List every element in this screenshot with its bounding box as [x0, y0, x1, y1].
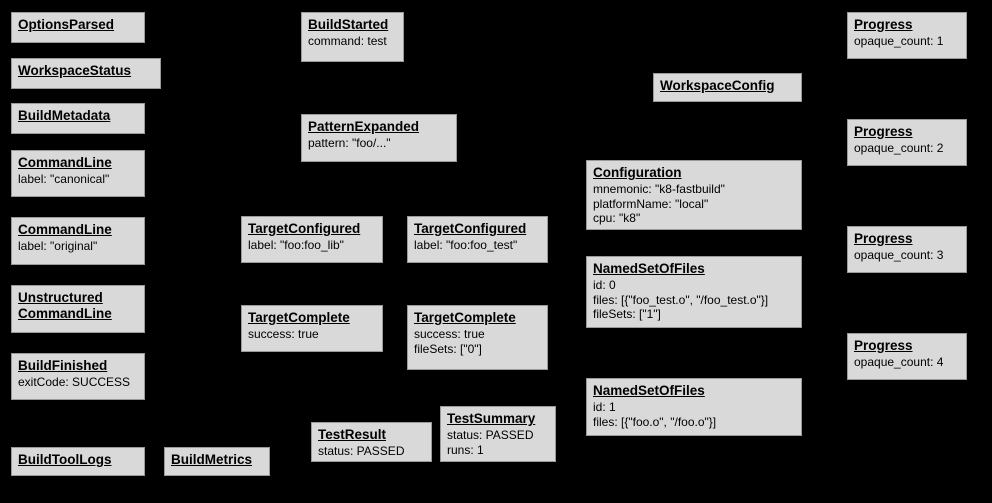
node-title: Progress [854, 231, 913, 246]
node-title: CommandLine [18, 222, 112, 237]
node-title: Unstructured CommandLine [18, 290, 112, 321]
node-title: WorkspaceConfig [660, 78, 775, 93]
node-title: NamedSetOfFiles [593, 261, 705, 276]
node-progress-2[interactable]: Progress opaque_count: 2 [847, 119, 967, 166]
node-build-finished[interactable]: BuildFinished exitCode: SUCCESS [11, 353, 145, 400]
node-property: success: true [248, 327, 319, 341]
node-properties: mnemonic: "k8-fastbuild"platformName: "l… [593, 182, 795, 226]
node-property: id: 1 [593, 400, 616, 414]
node-title: BuildToolLogs [18, 452, 112, 467]
node-properties: success: true [248, 327, 376, 342]
node-title: PatternExpanded [308, 119, 420, 134]
node-property: runs: 1 [447, 442, 484, 457]
node-property: status: PASSED [318, 444, 405, 458]
node-title: TargetComplete [248, 310, 350, 325]
node-property: label: "canonical" [18, 172, 110, 186]
node-title: TestSummary [447, 411, 536, 426]
node-property: fileSets: ["0"] [414, 341, 482, 356]
node-title: Configuration [593, 165, 682, 180]
node-properties: opaque_count: 1 [854, 34, 960, 49]
node-title: BuildMetadata [18, 108, 111, 123]
node-property: label: "foo:foo_lib" [248, 238, 344, 252]
node-progress-3[interactable]: Progress opaque_count: 3 [847, 226, 967, 273]
node-properties: label: "foo:foo_lib" [248, 238, 376, 253]
node-title: Progress [854, 124, 913, 139]
node-property: pattern: "foo/..." [308, 136, 391, 150]
node-properties: label: "canonical" [18, 172, 138, 187]
node-title: BuildMetrics [171, 452, 253, 467]
node-properties: label: "foo:foo_test" [414, 238, 541, 253]
node-title: Progress [854, 338, 913, 353]
node-target-configured-foo-lib[interactable]: TargetConfigured label: "foo:foo_lib" [241, 216, 383, 263]
node-progress-4[interactable]: Progress opaque_count: 4 [847, 333, 967, 380]
node-property: files: [{"foo.o", "/foo.o"}] [593, 414, 717, 429]
node-property: cpu: "k8" [593, 211, 641, 225]
node-property: files: [{"foo_test.o", "/foo_test.o"}] [593, 292, 769, 307]
node-build-started[interactable]: BuildStarted command: test [301, 12, 404, 62]
node-properties: exitCode: SUCCESS [18, 375, 138, 390]
node-title: CommandLine [18, 155, 112, 170]
node-options-parsed[interactable]: OptionsParsed [11, 12, 145, 43]
node-property: label: "foo:foo_test" [414, 238, 518, 252]
node-title: BuildFinished [18, 358, 108, 373]
node-properties: command: test [308, 34, 397, 49]
node-title: BuildStarted [308, 17, 389, 32]
node-command-line-canonical[interactable]: CommandLine label: "canonical" [11, 150, 145, 197]
node-target-configured-foo-test[interactable]: TargetConfigured label: "foo:foo_test" [407, 216, 548, 263]
node-property: fileSets: ["1"] [593, 307, 661, 321]
node-progress-1[interactable]: Progress opaque_count: 1 [847, 12, 967, 59]
node-workspace-config[interactable]: WorkspaceConfig [653, 73, 802, 102]
node-properties: status: PASSED [318, 444, 425, 459]
node-properties: opaque_count: 2 [854, 141, 960, 156]
node-build-metadata[interactable]: BuildMetadata [11, 103, 145, 134]
node-property: label: "original" [18, 239, 98, 253]
node-command-line-original[interactable]: CommandLine label: "original" [11, 217, 145, 265]
node-property: status: PASSED [447, 428, 534, 442]
node-property: opaque_count: 4 [854, 355, 944, 369]
node-target-complete-lib[interactable]: TargetComplete success: true [241, 305, 383, 352]
node-title: NamedSetOfFiles [593, 383, 705, 398]
node-build-tool-logs[interactable]: BuildToolLogs [11, 447, 145, 476]
node-property: mnemonic: "k8-fastbuild" [593, 182, 725, 196]
node-title: TestResult [318, 427, 387, 442]
node-property: opaque_count: 2 [854, 141, 944, 155]
node-title: Progress [854, 17, 913, 32]
node-pattern-expanded[interactable]: PatternExpanded pattern: "foo/..." [301, 114, 457, 162]
node-property: opaque_count: 3 [854, 248, 944, 262]
node-property: id: 0 [593, 278, 616, 292]
node-unstructured-command-line[interactable]: Unstructured CommandLine [11, 285, 145, 333]
node-configuration[interactable]: Configuration mnemonic: "k8-fastbuild"pla… [586, 160, 802, 230]
node-property: exitCode: SUCCESS [18, 375, 131, 389]
node-title: TargetComplete [414, 310, 516, 325]
node-title: OptionsParsed [18, 17, 115, 32]
node-workspace-status[interactable]: WorkspaceStatus [11, 58, 161, 89]
node-properties: opaque_count: 3 [854, 248, 960, 263]
node-build-metrics[interactable]: BuildMetrics [164, 447, 270, 476]
node-property: success: true [414, 327, 485, 341]
node-property: command: test [308, 34, 387, 48]
node-test-result[interactable]: TestResult status: PASSED [311, 422, 432, 462]
node-title: TargetConfigured [414, 221, 527, 236]
node-property: platformName: "local" [593, 196, 709, 211]
node-title: TargetConfigured [248, 221, 361, 236]
node-properties: label: "original" [18, 239, 138, 254]
node-properties: opaque_count: 4 [854, 355, 960, 370]
node-properties: pattern: "foo/..." [308, 136, 450, 151]
node-title: WorkspaceStatus [18, 63, 132, 78]
node-property: opaque_count: 1 [854, 34, 944, 48]
